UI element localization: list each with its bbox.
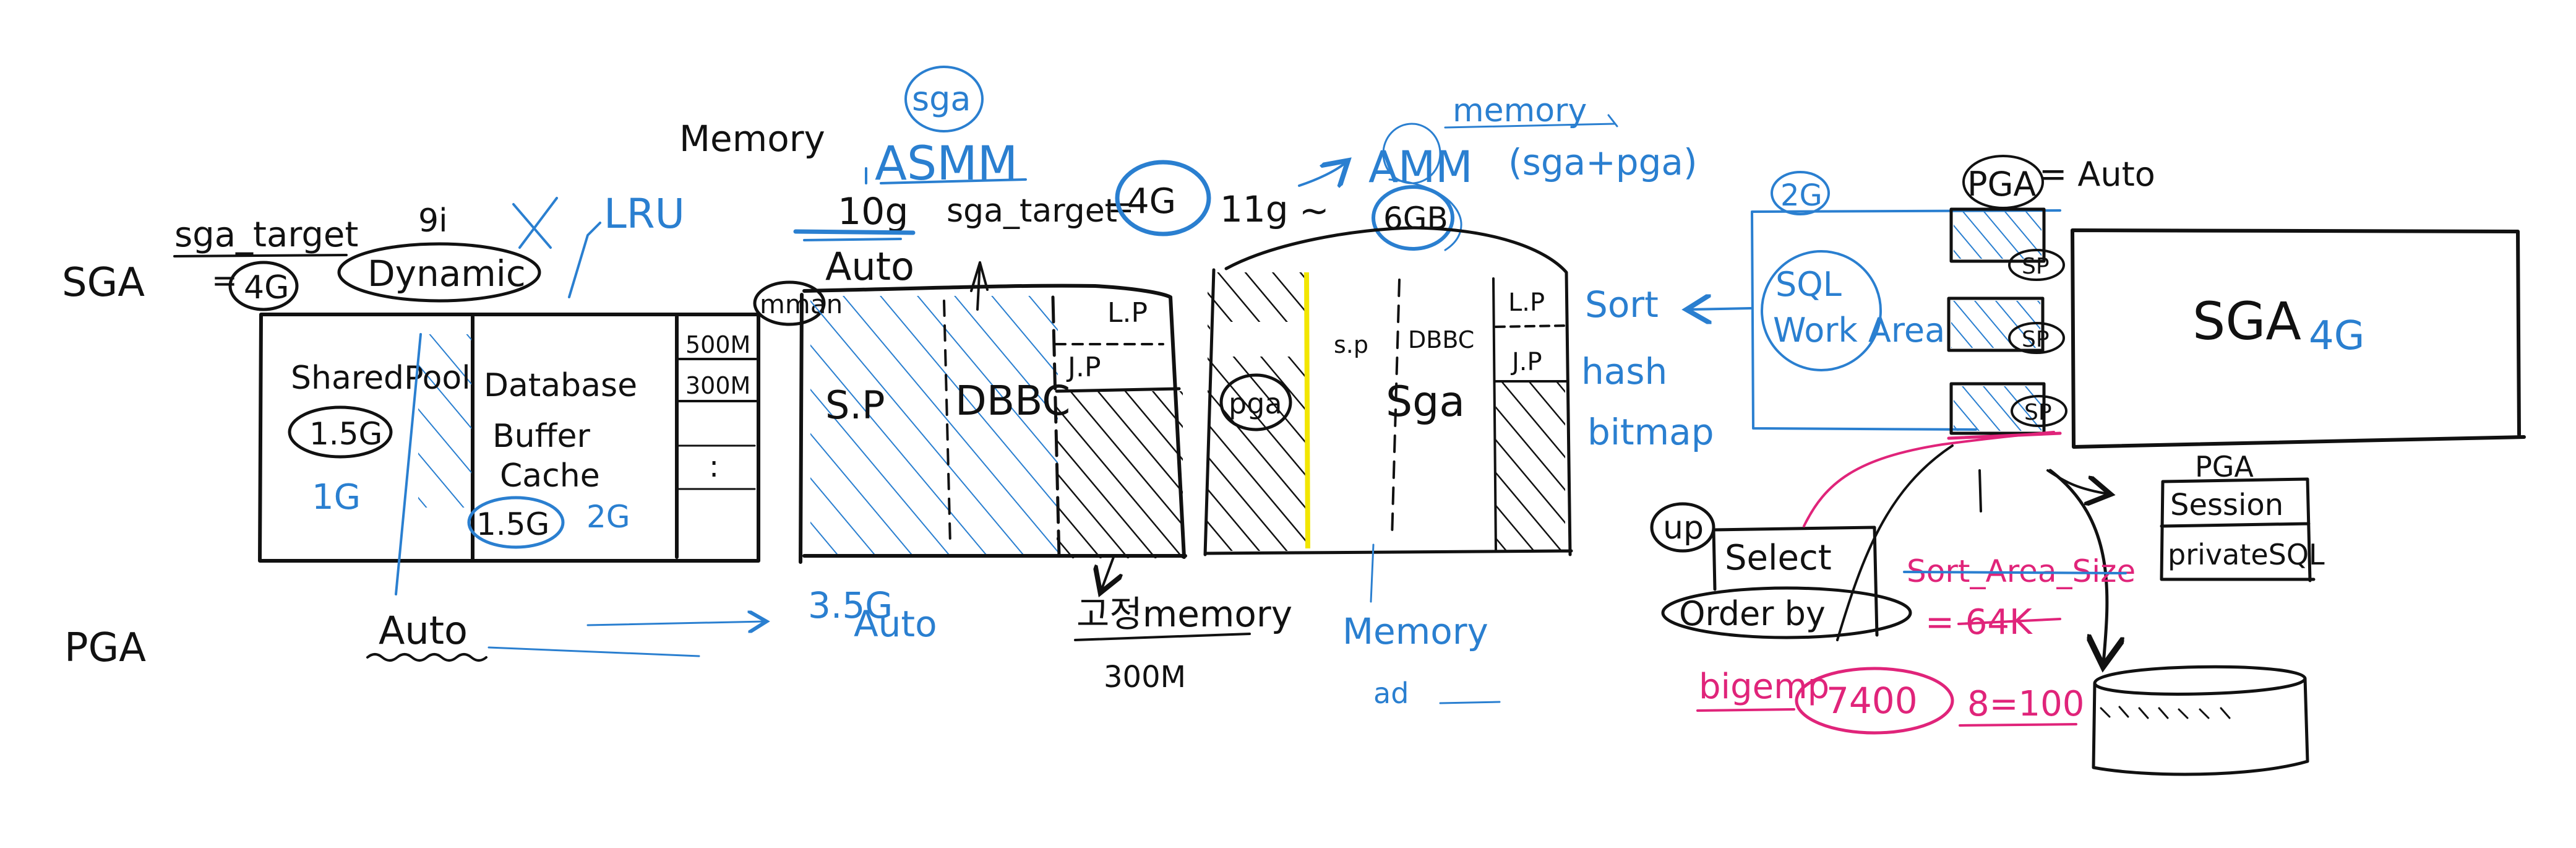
db-buffer-line2: Buffer [492,418,590,455]
pga-right-auto: = Auto [2039,155,2155,194]
shared-pool-hatch [418,334,471,508]
shared-pool-blue-size: 1G [312,477,361,517]
shared-pool-size: 1.5G [309,416,382,452]
pga-right-label: PGA [1967,165,2036,204]
column-dots: : [709,449,719,484]
session-label: Session [2170,488,2283,522]
private-sql-label: privateSQL [2168,538,2325,571]
bigemp-label: bigemp [1699,667,1829,707]
pga-right-size: 2G [1780,178,1823,213]
db-buffer-size-circle [467,496,565,549]
fixed-memory-label: 고정memory [1076,593,1292,635]
op-sort: Sort [1585,283,1659,326]
sql-line2: Work Area [1773,311,1945,350]
db-buffer-blue-size: 2G [586,499,630,535]
column-500m: 500M [685,331,750,358]
box3-lp: L.P [1508,288,1545,317]
row-labels: SGA PGA [62,260,146,671]
box2-bottom-auto: Auto [854,603,937,645]
amm-memory: memory [1453,92,1587,129]
sql-statement-box: up Select Order by [1650,431,2055,641]
memory-11g-box: pga s.p DBBC L.P J.P Sga Memory ad [1203,226,1573,710]
asmm-sga-target: sga_target [947,193,1117,230]
select-label: Select [1725,538,1832,578]
lru-marks [512,197,601,298]
box2-dbbc: DBBC [955,377,1070,425]
yellow-highlight [1304,272,1310,549]
work-area-operations: Sort hash bitmap [1581,283,1752,453]
sga-target-value-circle [228,261,299,311]
box3-sga: Sga [1386,378,1465,426]
sga-right-value: 4G [2309,313,2364,359]
pga-session-box: PGA Session privateSQL [2046,450,2325,582]
box3-dbbc: DBBC [1408,326,1474,353]
version-11g: 11g [1220,188,1289,230]
fixed-memory-hatch [1057,391,1183,558]
dynamic-label: Dynamic [367,253,526,295]
sga-right-label: SGA [2192,291,2301,352]
asmm-auto: Auto [825,244,914,289]
box3-pga: pga [1229,387,1282,420]
version-10g: 10g [838,190,908,233]
sp-1: SP [2022,254,2050,279]
fixed-memory-value: 300M [1104,660,1186,694]
memory-title: Memory [679,118,825,160]
box3-memory-label: Memory [1342,610,1488,652]
session-box-title: PGA [2195,450,2254,483]
box2-lp: L.P [1107,297,1148,329]
asmm-note: Memory sga ASMM 10g sga_target = 4G Auto [679,66,1211,311]
up-label: up [1663,509,1704,547]
temp-disk [1978,469,2309,776]
shared-pool-size-circle [288,405,393,459]
column-300m: 300M [685,372,750,399]
box3-jp: J.P [1510,348,1542,376]
order-by-label: Order by [1679,594,1826,633]
op-bitmap: bitmap [1587,411,1714,453]
box2-sp: S.P [825,383,885,428]
amm-note: 11g ~ AMM memory (sga+pga) 6GB [1220,92,1698,251]
sp-2: SP [2022,327,2050,352]
version-9i: 9i [418,202,448,240]
box3-memory-sub: ad [1373,677,1409,710]
box2-bottom-value: 3.5G [808,584,893,626]
svg-text:=: = [212,262,238,298]
sga-10g-box: mman S.P DBBC L.P J.P 3.5G Auto 고정memory… [753,280,1292,694]
op-hash: hash [1581,350,1667,392]
pga-row-label: PGA [64,625,146,671]
db-buffer-line1: Database [484,367,637,404]
sga-target-label: sga_target [174,215,358,255]
shared-pool-label: SharedPool [291,360,471,397]
dynamic-circle [337,242,541,303]
db-buffer-size: 1.5G [476,506,549,542]
sga-target-value: 4G [244,269,289,306]
box3-sp: s.p [1334,331,1368,358]
db-buffer-line3: Cache [500,457,600,495]
lru-label: LRU [604,190,685,238]
pga-auto-left: Auto [366,608,765,662]
box2-jp: J.P [1066,352,1101,383]
bigemp-blocks: 8=100 [1967,684,2084,724]
bigemp-rows: 7400 [1826,680,1918,722]
sql-line1: SQL [1775,265,1842,304]
amm-sga-pga: (sga+pga) [1508,141,1698,183]
jp-hatch [1496,381,1565,552]
pga-work-area-section: 2G PGA = Auto SQL Work Area SP SP SP SGA… [1751,155,2526,449]
sga-9i-box: SharedPool 1.5G 1G Database Buffer Cache… [258,313,760,595]
amm-tilde: ~ [1299,189,1329,231]
sort-area-note: Sort_Area_Size = 64K bigemp 7400 8=100 [1696,553,2136,735]
asmm-sga: sga [912,79,971,118]
amm-value: 6GB [1383,201,1448,236]
sp-3: SP [2024,400,2052,425]
pga-circle [1219,373,1292,431]
asmm-sga-target-value: 4G [1127,181,1176,222]
pga-auto-label: Auto [379,608,468,653]
sga-target-note: sga_target = 4G 9i Dynamic LRU [173,190,685,311]
sga-row-label: SGA [62,260,145,306]
